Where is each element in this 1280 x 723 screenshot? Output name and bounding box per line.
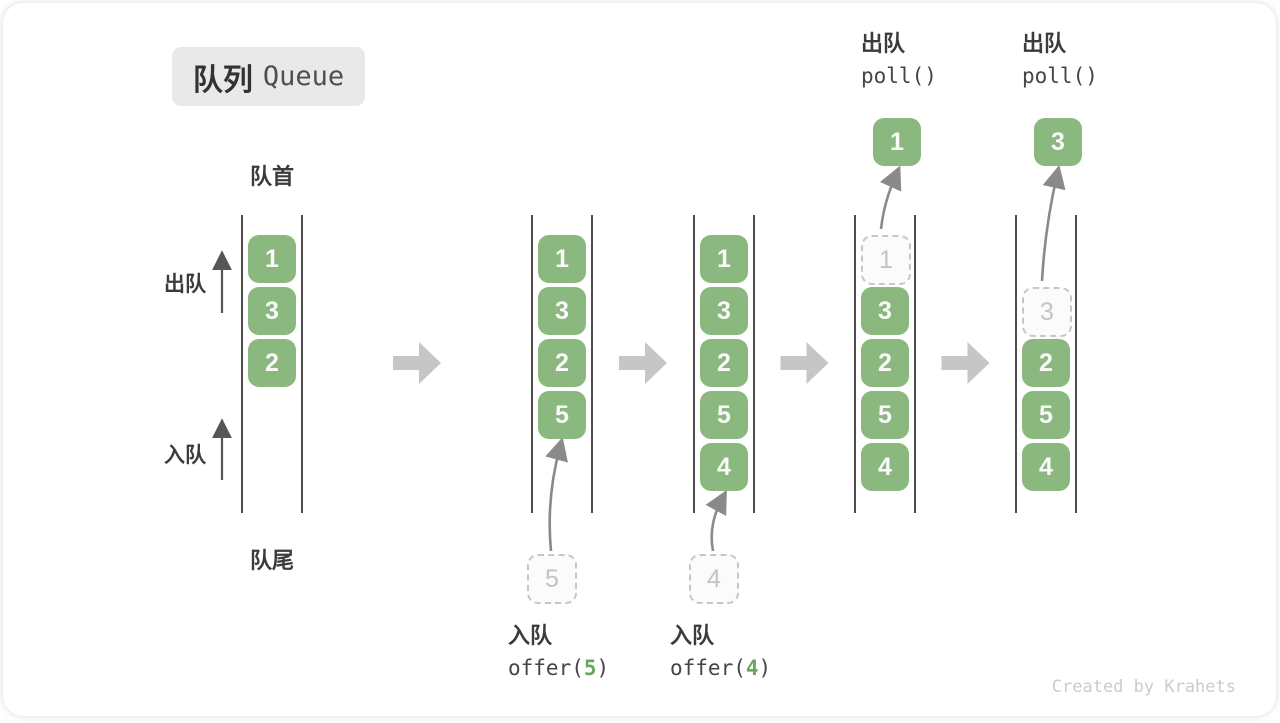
dequeue-arrow — [879, 165, 902, 230]
queue-element: 3 — [248, 287, 296, 335]
dequeue-op-label: 出队 poll() — [861, 27, 937, 93]
state-transition-arrow — [780, 342, 829, 384]
enqueue-op-label: 入队 offer(5) — [508, 619, 609, 685]
title-zh: 队列 — [192, 63, 253, 97]
queue-wall-right — [1075, 215, 1077, 513]
enqueue-side-label: 入队 — [164, 444, 206, 467]
enqueue-op-text: 入队 — [508, 623, 553, 648]
enqueue-op-label: 入队 offer(4) — [670, 619, 771, 685]
queue-wall-right — [753, 215, 755, 513]
dequeue-arrow — [1040, 164, 1066, 282]
queue-element: 5 — [700, 391, 748, 439]
state-transition-arrow — [619, 342, 667, 384]
incoming-element: 4 — [689, 554, 739, 604]
queue-wall-right — [591, 215, 593, 513]
queue-wall-left — [854, 215, 856, 513]
queue-element: 4 — [1022, 443, 1070, 491]
enqueue-code-text: offer(4) — [670, 656, 772, 680]
title-box: 队列 Queue — [172, 47, 365, 106]
queue-rear-label: 队尾 — [249, 548, 294, 573]
enqueue-arrow — [705, 489, 727, 552]
queue-element: 3 — [861, 287, 909, 335]
dequeue-code-text: poll() — [1022, 64, 1098, 88]
queue-element-removed: 1 — [861, 235, 911, 285]
queue-front-label: 队首 — [249, 164, 294, 189]
dequeue-op-text: 出队 — [861, 31, 906, 56]
queue-element: 1 — [538, 235, 586, 283]
queue-element: 1 — [700, 235, 748, 283]
queue-element: 1 — [248, 235, 296, 283]
queue-element: 2 — [700, 339, 748, 387]
dequeue-side-label: 出队 — [164, 273, 206, 296]
enqueue-code-arg: 4 — [745, 656, 759, 680]
state-transition-arrow — [941, 342, 990, 384]
dequeue-op-label: 出队 poll() — [1022, 27, 1098, 93]
queue-element: 5 — [1022, 391, 1070, 439]
queue-wall-left — [531, 215, 533, 513]
enqueue-code-text: offer(5) — [508, 656, 610, 680]
queue-element: 4 — [861, 443, 909, 491]
state-transition-arrow — [393, 342, 441, 384]
queue-element: 3 — [700, 287, 748, 335]
dequeue-code-text: poll() — [861, 64, 937, 88]
enqueue-op-text: 入队 — [670, 623, 715, 648]
queue-element-removed: 3 — [1022, 287, 1072, 337]
incoming-element: 5 — [527, 554, 577, 604]
queue-element: 2 — [1022, 339, 1070, 387]
queue-element: 2 — [538, 339, 586, 387]
queue-wall-left — [693, 215, 695, 513]
queue-element: 5 — [538, 391, 586, 439]
queue-element: 4 — [700, 443, 748, 491]
watermark: Created by Krahets — [1051, 677, 1236, 697]
queue-element: 2 — [861, 339, 909, 387]
outgoing-element: 1 — [873, 118, 921, 166]
enqueue-arrow — [545, 436, 568, 552]
queue-element: 2 — [248, 339, 296, 387]
queue-element: 3 — [538, 287, 586, 335]
queue-wall-right — [914, 215, 916, 513]
dequeue-op-text: 出队 — [1022, 31, 1067, 56]
queue-element: 5 — [861, 391, 909, 439]
outgoing-element: 3 — [1034, 118, 1082, 166]
queue-wall-right — [301, 215, 303, 513]
queue-wall-left — [1015, 215, 1017, 513]
title-en: Queue — [262, 61, 345, 92]
arrows-layer — [212, 164, 1066, 552]
enqueue-code-arg: 5 — [583, 656, 597, 680]
queue-wall-left — [241, 215, 243, 513]
